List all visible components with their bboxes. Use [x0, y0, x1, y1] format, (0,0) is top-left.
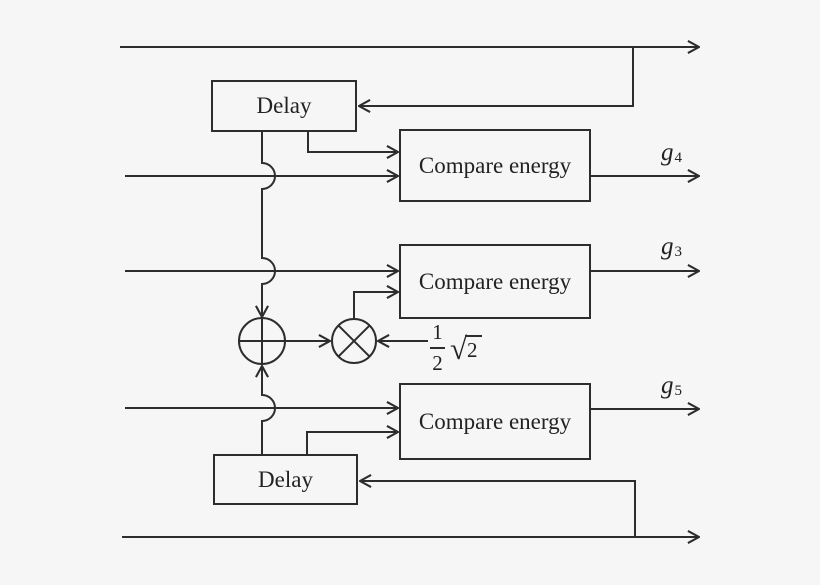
bottom-feedback-line: [360, 481, 636, 537]
delay-top-box: [211, 80, 357, 132]
delay-top-to-adder-line: [262, 131, 276, 317]
compare-top-box: [399, 129, 591, 202]
delay-bottom-to-adder-line: [262, 366, 276, 455]
top-feedback-line: [359, 47, 634, 106]
adder-plus-icon: [239, 318, 285, 364]
compare-bottom-box: [399, 383, 591, 460]
delay-bottom-box: [213, 454, 358, 505]
multiplier-to-compare-line: [353, 292, 398, 319]
compare-middle-box: [399, 244, 591, 319]
delay-bottom-to-compare-line: [306, 432, 398, 455]
multiplier-cross-icon: [337, 324, 371, 358]
delay-top-to-compare-line: [307, 131, 398, 152]
